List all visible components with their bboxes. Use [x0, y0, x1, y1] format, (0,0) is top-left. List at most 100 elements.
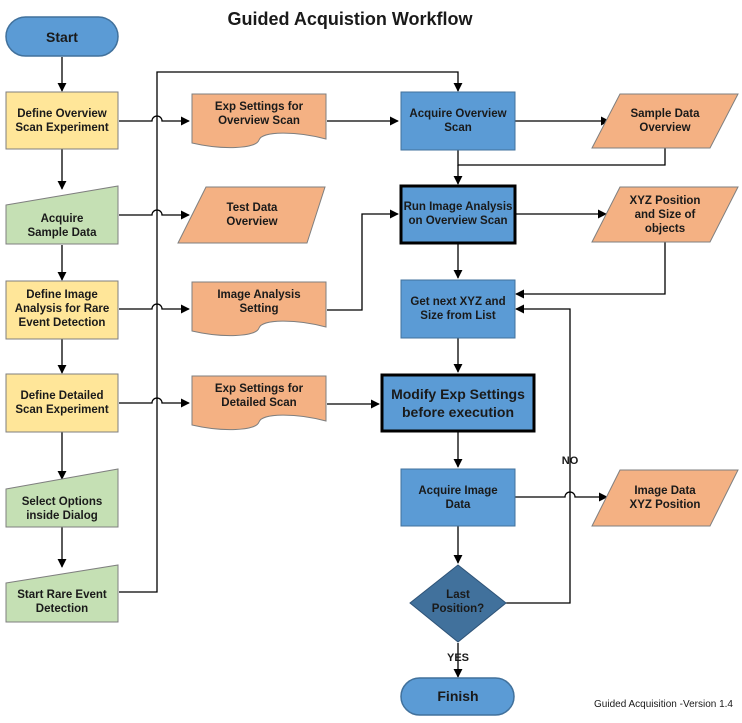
arrow-define-detailed-to-exp-detailed	[119, 397, 190, 408]
arrow-define-overview-to-exp-overview	[119, 115, 190, 126]
label-line: Event Detection	[19, 317, 106, 329]
label-line: Finish	[437, 688, 478, 704]
define-detailed-process	[5, 373, 119, 433]
label-line: inside Dialog	[26, 510, 98, 522]
label-line: Exp Settings for	[215, 383, 304, 395]
label-line: Select Options	[22, 496, 103, 508]
label-line: Exp Settings for	[215, 101, 304, 113]
arrow-analysis-setting-to-run-analysis	[327, 209, 399, 311]
get-next-process	[400, 279, 516, 339]
label-line: Start Rare Event	[17, 589, 107, 601]
label-line: Overview Scan	[218, 115, 300, 127]
arrow-acquire-image-to-image-data	[515, 491, 608, 502]
label-line: Detailed Scan	[221, 397, 296, 409]
label-line: Acquire	[41, 213, 84, 225]
run-analysis-process	[399, 184, 517, 245]
label-line: Scan	[444, 122, 472, 134]
start-label: Start	[46, 29, 78, 45]
last-position-decision	[409, 564, 507, 643]
label-line: Run Image Analysis	[404, 201, 513, 213]
label-line: Get next XYZ and	[410, 296, 505, 308]
label-line: Image Data	[634, 485, 696, 497]
label-line: Size from List	[420, 310, 496, 322]
acquire-overview-process	[400, 91, 516, 151]
label-line: Acquire Image	[418, 485, 497, 497]
finish-terminator	[400, 677, 515, 716]
define-image-analysis-process	[5, 280, 119, 340]
label-line: on Overview Scan	[408, 215, 507, 227]
select-options-label: Select Options inside Dialog	[22, 496, 103, 522]
arrow-xyz-position-to-get-next	[515, 242, 666, 299]
acquire-sample-manual-input	[5, 185, 119, 245]
acquire-image-process	[400, 468, 516, 527]
modify-exp-label: Modify Exp Settings before execution	[391, 386, 525, 420]
define-overview-process	[5, 91, 119, 150]
label-line: Start	[46, 29, 78, 45]
label-line: Scan Experiment	[15, 404, 108, 416]
sample-data-overview-data-shape	[591, 93, 739, 149]
label-line: objects	[645, 223, 685, 235]
xyz-position-data-shape	[591, 186, 739, 243]
label-line: Setting	[240, 303, 279, 315]
arrow-define-analysis-to-analysis-setting	[119, 303, 190, 314]
exp-detailed-document	[191, 375, 327, 431]
label-line: Sample Data	[27, 227, 97, 239]
label-line: Test Data	[227, 202, 279, 214]
label-line: Acquire Overview	[409, 108, 506, 120]
label-line: Overview	[226, 216, 277, 228]
label-line: XYZ Position	[630, 499, 701, 511]
label-line: Data	[446, 499, 472, 511]
label-line: Image Analysis	[217, 289, 300, 301]
finish-label: Finish	[437, 688, 478, 704]
label-line: and Size of	[635, 209, 696, 221]
label-line: Analysis for Rare	[15, 303, 110, 315]
exp-overview-document	[191, 93, 327, 149]
label-line: Position?	[432, 603, 484, 615]
label-line: Define Detailed	[20, 390, 103, 402]
image-data-xyz-data-shape	[591, 469, 739, 527]
arrow-start-rare-to-acquire-overview	[119, 71, 463, 593]
label-line: Sample Data	[630, 108, 700, 120]
yes-branch-label: YES	[447, 652, 469, 664]
image-analysis-setting-document	[191, 281, 327, 337]
xyz-position-label: XYZ Position and Size of objects	[630, 195, 701, 235]
start-rare-manual-input	[5, 564, 119, 623]
modify-exp-process	[380, 373, 536, 433]
arrow-no-loop-to-get-next	[506, 304, 571, 604]
run-analysis-label: Run Image Analysis on Overview Scan	[404, 201, 513, 227]
label-line: XYZ Position	[630, 195, 701, 207]
start-terminator	[5, 16, 119, 57]
label-line: Last	[446, 589, 470, 601]
version-note: Guided Acquisition -Version 1.4	[594, 699, 733, 710]
label-line: Detection	[36, 603, 88, 615]
test-data-data-shape	[177, 186, 326, 244]
label-line: Define Overview	[17, 108, 107, 120]
label-line: Define Image	[26, 289, 98, 301]
no-branch-label: NO	[562, 455, 579, 467]
label-line: Scan Experiment	[15, 122, 108, 134]
diagram-title: Guided Acquistion Workflow	[228, 9, 474, 29]
connectors	[57, 57, 666, 678]
line-acquire-overview-to-sample-data-bottom	[457, 147, 666, 166]
label-line: before execution	[402, 404, 514, 420]
label-line: Modify Exp Settings	[391, 386, 525, 402]
arrow-acquire-sample-to-test-data	[119, 209, 190, 220]
select-options-manual-input	[5, 468, 119, 528]
label-line: Overview	[639, 122, 690, 134]
